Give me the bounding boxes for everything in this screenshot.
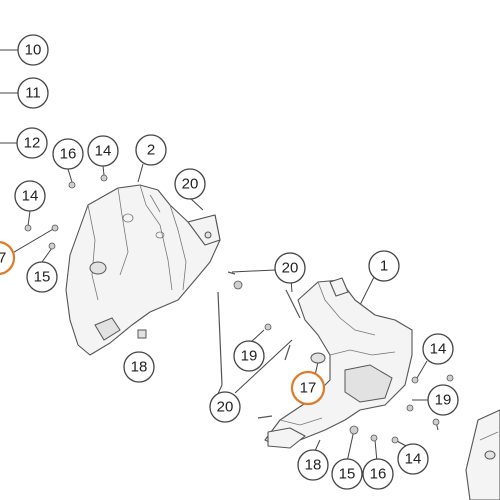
callout-18-left-label: 18 (131, 359, 148, 376)
callout-20-top: 20 (174, 168, 206, 200)
callout-17-middle-label: 17 (300, 380, 317, 397)
callout-15-left-label: 15 (34, 269, 51, 286)
callout-20-bottom: 20 (209, 391, 241, 423)
callout-19-right-label: 19 (435, 392, 452, 409)
callout-18-bottom-label: 18 (305, 457, 322, 474)
callout-1: 1 (368, 250, 400, 282)
callout-20-middle-label: 20 (282, 260, 299, 277)
callout-14-bottom-label: 14 (405, 451, 422, 468)
callout-14-right: 14 (422, 333, 454, 365)
callout-20-bottom-label: 20 (217, 399, 234, 416)
callout-10: 10 (17, 34, 49, 66)
callout-2: 2 (135, 134, 167, 166)
callout-14-right-label: 14 (430, 341, 447, 358)
callout-15-bottom: 15 (331, 458, 363, 490)
callout-20-middle: 20 (274, 252, 306, 284)
callout-19-middle: 19 (233, 340, 265, 372)
callout-14-left: 14 (14, 180, 46, 212)
callout-17-left: 17 (0, 241, 16, 275)
callout-19-middle-label: 19 (241, 348, 258, 365)
callout-16-bottom-label: 16 (370, 466, 387, 483)
callout-11: 11 (17, 77, 49, 109)
callout-19-right: 19 (427, 384, 459, 416)
callout-16-top-label: 16 (60, 146, 77, 163)
callout-18-left: 18 (123, 351, 155, 383)
callout-14-top-label: 14 (95, 143, 112, 160)
callout-12: 12 (16, 127, 48, 159)
callout-20-top-label: 20 (182, 176, 199, 193)
callout-2-label: 2 (147, 142, 155, 159)
callout-11-label: 11 (25, 85, 41, 102)
callout-14-bottom: 14 (397, 443, 429, 475)
left-bracket-part (65, 184, 221, 356)
callout-15-bottom-label: 15 (339, 466, 356, 483)
right-fender-part (264, 277, 413, 449)
callout-16-bottom: 16 (362, 458, 394, 490)
callout-1-label: 1 (380, 258, 388, 275)
callout-12-label: 12 (24, 135, 41, 152)
callout-15-left: 15 (26, 261, 58, 293)
partial-part-bottom-right (465, 409, 500, 500)
callout-17-left-label: 17 (0, 250, 6, 267)
fasteners (24, 174, 454, 444)
callouts: 10 11 12 16 14 2 20 14 (0, 34, 459, 490)
callout-16-top: 16 (52, 138, 84, 170)
callout-14-top: 14 (87, 135, 119, 167)
callout-10-label: 10 (25, 42, 42, 59)
callout-17-middle: 17 (290, 370, 326, 406)
callout-18-bottom: 18 (297, 449, 329, 481)
callout-14-left-label: 14 (22, 188, 39, 205)
